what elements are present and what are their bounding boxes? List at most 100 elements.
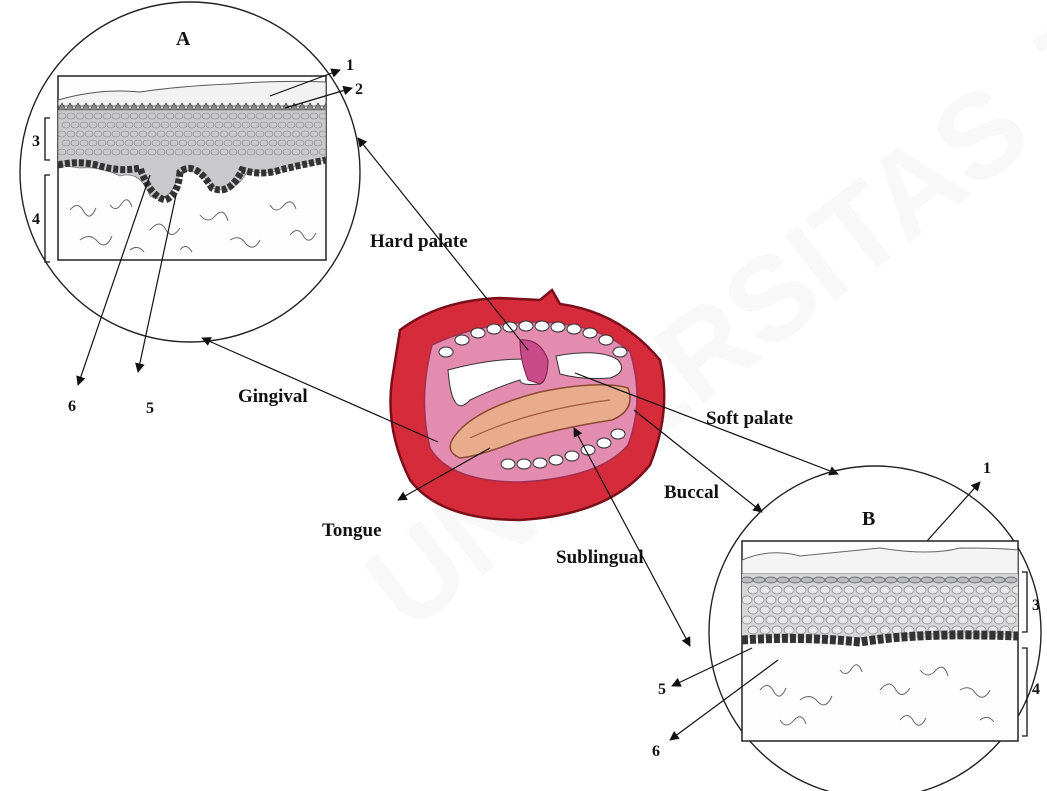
epithelial-cell (837, 577, 849, 583)
epithelial-cell (802, 596, 812, 604)
epithelial-cell (856, 586, 866, 594)
epithelial-cell (1006, 596, 1016, 604)
epithelial-cell (957, 577, 969, 583)
epithelial-cell (844, 626, 854, 634)
epithelial-cell (754, 596, 764, 604)
panel-a-label-1: 1 (346, 57, 354, 74)
epithelial-cell (760, 586, 770, 594)
epithelial-cell (765, 577, 777, 583)
epithelial-cell (880, 586, 890, 594)
panel-a-label-5: 5 (146, 400, 154, 417)
epithelial-cell (832, 586, 842, 594)
epithelial-cell (844, 606, 854, 614)
epithelial-cell (789, 577, 801, 583)
panel-a-label-6: 6 (68, 398, 76, 415)
panel-b-title: B (862, 508, 875, 530)
epithelial-cell (820, 606, 830, 614)
epithelial-cell (994, 596, 1004, 604)
epithelial-cell (784, 626, 794, 634)
epithelial-cell (772, 626, 782, 634)
epithelial-cell (880, 626, 890, 634)
epithelial-cell (892, 586, 902, 594)
epithelial-cell (885, 577, 897, 583)
epithelial-cell (892, 626, 902, 634)
epithelial-cell (838, 616, 848, 624)
epithelial-cell (969, 577, 981, 583)
epithelial-cell (1000, 606, 1010, 614)
epithelial-cell (808, 586, 818, 594)
epithelial-cell (904, 586, 914, 594)
epithelial-cell (778, 596, 788, 604)
panel-b-label-6: 6 (652, 743, 660, 760)
epithelial-cell (802, 616, 812, 624)
epithelial-cell (868, 606, 878, 614)
epithelial-cell (904, 606, 914, 614)
epithelial-cell (820, 626, 830, 634)
panel-a-label-4: 4 (32, 211, 40, 228)
epithelial-cell (849, 577, 861, 583)
epithelial-cell (940, 606, 950, 614)
epithelial-cell (844, 586, 854, 594)
epithelial-cell (748, 626, 758, 634)
epithelial-cell (814, 596, 824, 604)
epithelial-cell (909, 577, 921, 583)
panel-b-label-5: 5 (658, 681, 666, 698)
epithelial-cell (826, 616, 836, 624)
label-tongue: Tongue (322, 520, 382, 541)
epithelial-cell (970, 596, 980, 604)
epithelial-cell (753, 577, 765, 583)
oral-opening-right (556, 353, 622, 379)
epithelial-cell (820, 586, 830, 594)
epithelial-cell (958, 616, 968, 624)
label-hard-palate: Hard palate (370, 231, 468, 252)
panel-a-label-3: 3 (32, 133, 40, 150)
epithelial-cell (856, 626, 866, 634)
epithelial-cell (741, 577, 753, 583)
epithelial-cell (790, 596, 800, 604)
epithelial-cell (928, 586, 938, 594)
panel-b-label-3: 3 (1032, 597, 1040, 614)
epithelial-cell (946, 596, 956, 604)
epithelial-cell (813, 577, 825, 583)
epithelial-cell (777, 577, 789, 583)
epithelial-cell (874, 596, 884, 604)
panel-b-label-1: 1 (983, 460, 991, 477)
epithelial-cell (832, 626, 842, 634)
epithelial-cell (1000, 586, 1010, 594)
panel-a-title: A (176, 28, 191, 50)
epithelial-cell (886, 616, 896, 624)
epithelial-cell (1006, 616, 1016, 624)
epithelial-cell (964, 606, 974, 614)
epithelial-cell (981, 577, 993, 583)
epithelial-cell (945, 577, 957, 583)
epithelial-cell (766, 616, 776, 624)
panel-a-bracket-4 (45, 175, 50, 262)
epithelial-cell (796, 606, 806, 614)
panel-a-label-2: 2 (355, 81, 363, 98)
panel-b-bracket-4 (1022, 648, 1027, 736)
epithelial-cell (910, 596, 920, 604)
epithelial-cell (766, 596, 776, 604)
epithelial-cell (921, 577, 933, 583)
epithelial-cell (856, 606, 866, 614)
epithelial-cell (742, 616, 752, 624)
epithelial-cell (1012, 586, 1022, 594)
panel-a: A (20, 2, 363, 417)
epithelial-cell (952, 586, 962, 594)
epithelial-cell (772, 586, 782, 594)
epithelial-cell (933, 577, 945, 583)
epithelial-cell (934, 616, 944, 624)
epithelial-cell (922, 616, 932, 624)
epithelial-cell (826, 596, 836, 604)
epithelial-cell (760, 626, 770, 634)
epithelial-cell (754, 616, 764, 624)
panel-b: B 1 3 4 5 6 (652, 460, 1041, 791)
epithelial-cell (952, 606, 962, 614)
epithelial-cell (784, 606, 794, 614)
epithelial-cell (748, 606, 758, 614)
epithelial-cell (1005, 577, 1017, 583)
epithelial-cell (801, 577, 813, 583)
epithelial-cell (790, 616, 800, 624)
